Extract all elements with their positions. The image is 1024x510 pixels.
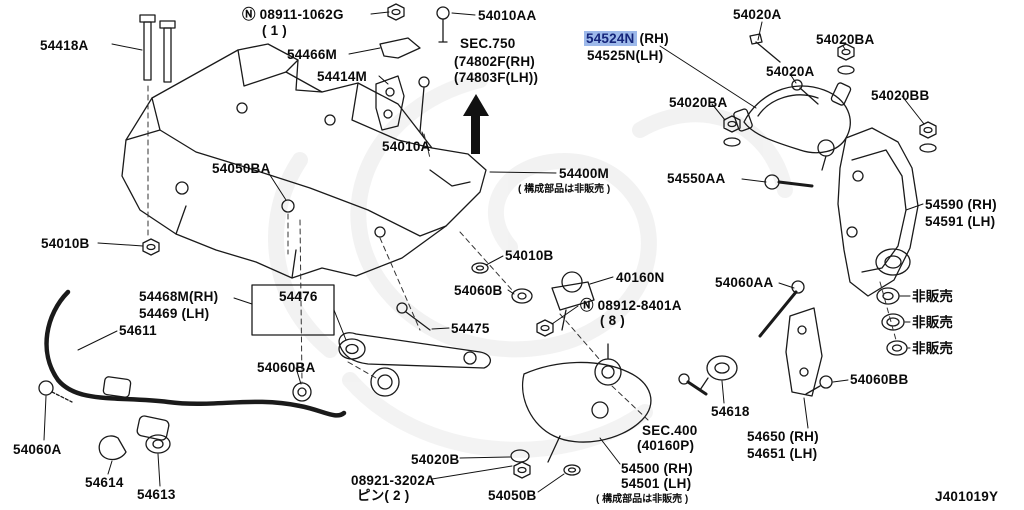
part-label-74802f-rh: (74802F(RH): [454, 54, 535, 69]
part-label-08921-pin: ピン( 2 ): [357, 488, 410, 503]
part-label-54020bb: 54020BB: [871, 88, 930, 103]
part-label-40160p: (40160P): [637, 438, 695, 453]
part-label-54590-rh: 54590 (RH): [925, 197, 997, 212]
part-label-hihanbai-2: 非販売: [912, 315, 954, 330]
part-label-54469-lh: 54469 (LH): [139, 306, 210, 321]
bolt-54010a: [418, 76, 430, 133]
part-label-54500-note: ( 構成部品は非販売 ): [596, 494, 689, 505]
part-label-54060b: 54060B: [454, 283, 503, 298]
part-label-54020ba-2: 54020BA: [669, 95, 728, 110]
part-label-54010b-1: 54010B: [41, 236, 90, 251]
part-label-54010b-2: 54010B: [505, 248, 554, 263]
part-label-sec750: SEC.750: [460, 36, 516, 51]
sec750-arrow: [463, 94, 489, 154]
background-watermark: [268, 72, 793, 458]
part-label-suffix: (RH): [639, 31, 669, 46]
part-label-54400m: 54400M: [559, 166, 609, 181]
nut-washer-54020bb: [919, 121, 937, 153]
part-label-54468m-rh: 54468M(RH): [139, 289, 219, 304]
part-label-54475: 54475: [451, 321, 490, 336]
part-label-54591-lh: 54591 (LH): [925, 214, 996, 229]
part-label-hihanbai-3: 非販売: [912, 341, 954, 356]
part-label-40160n: 40160N: [616, 270, 665, 285]
highlighted-part-number[interactable]: 54524N: [584, 31, 637, 46]
part-label-54060aa: 54060AA: [715, 275, 774, 290]
part-label-54500-rh: 54500 (RH): [621, 461, 693, 476]
part-label-54020a-2: 54020A: [766, 64, 815, 79]
part-label-54418a: 54418A: [40, 38, 89, 53]
part-label-54614: 54614: [85, 475, 124, 490]
stud-54618: [678, 373, 708, 396]
part-label-54550aa: 54550AA: [667, 171, 726, 186]
clamp-54614: [98, 435, 127, 461]
part-label-54650-rh: 54650 (RH): [747, 429, 819, 444]
bushing-54613: [145, 434, 171, 454]
bushings-54060ba: [292, 367, 400, 402]
part-label-n-08912-8401a: Ⓝ 08912-8401A: [580, 298, 682, 313]
subframe-crossmember: [121, 43, 487, 279]
bracket-54466m: [379, 37, 421, 59]
part-label-54414m: 54414M: [317, 69, 367, 84]
mount-bolts-54418a: [139, 14, 176, 83]
bracket-54414m: [375, 75, 405, 131]
assembly-dashed-lines: [147, 85, 897, 421]
part-label-54060ba: 54060BA: [257, 360, 316, 375]
part-label-54611: 54611: [119, 323, 157, 338]
part-label-54010a: 54010A: [382, 139, 431, 154]
bracket-54650: [785, 307, 823, 397]
part-label-54476: 54476: [279, 289, 318, 304]
nut-washer-54020ba-left: [723, 115, 741, 147]
part-label-sec400: SEC.400: [642, 423, 698, 438]
bolt-54060a: [38, 380, 73, 403]
drawing-number: J401019Y: [935, 489, 999, 504]
part-label-54010aa: 54010AA: [478, 8, 537, 23]
part-label-hihanbai-1: 非販売: [912, 289, 954, 304]
nut-washer-54020ba-right: [837, 43, 855, 75]
part-label-54020b: 54020B: [411, 452, 460, 467]
washer-nut-54020b: [510, 449, 531, 479]
part-label-n-08911-qty: ( 1 ): [262, 23, 288, 38]
part-label-54020a-1: 54020A: [733, 7, 782, 22]
part-label-54060a: 54060A: [13, 442, 62, 457]
bolt-54060bb: [805, 375, 833, 395]
part-label-74803f-lh: (74803F(LH)): [454, 70, 539, 85]
part-label-54651-lh: 54651 (LH): [747, 446, 818, 461]
bushing-54060b: [511, 288, 533, 304]
bolt-54020a-2: [791, 79, 819, 105]
bolt-54020a-top: [749, 33, 781, 63]
part-label-54524n-rh[interactable]: 54524N(RH): [584, 31, 669, 46]
stabilizer-clamps-54468m: [102, 376, 170, 441]
part-label-54613: 54613: [137, 487, 176, 502]
leader-lines: [43, 11, 925, 493]
part-label-54400m-note: ( 構成部品は非販売 ): [518, 184, 611, 195]
part-label-54618: 54618: [711, 404, 750, 419]
lower-arm-54500: [522, 343, 652, 463]
bearing-rings-hihanbai: [876, 287, 908, 356]
stabilizer-bar-54611: [44, 289, 347, 418]
part-label-n-08911-1062g: Ⓝ 08911-1062G: [242, 7, 344, 22]
upper-arm-54524n: [733, 82, 852, 171]
part-label-n-08912-qty: ( 8 ): [600, 313, 626, 328]
part-label-54020ba-1: 54020BA: [816, 32, 875, 47]
part-label-54050b: 54050B: [488, 488, 537, 503]
part-label-08921-3202a: 08921-3202A: [351, 473, 436, 488]
bushing-54618: [699, 355, 738, 391]
part-label-54050ba: 54050BA: [212, 161, 271, 176]
part-label-54466m: 54466M: [287, 47, 337, 62]
bolt-54475: [396, 302, 431, 331]
balljoint-40160n: [551, 271, 595, 331]
part-label-54525n-lh: 54525N(LH): [587, 48, 664, 63]
part-label-54060bb: 54060BB: [850, 372, 909, 387]
bolt-54010aa: [436, 6, 450, 43]
part-label-54501-lh: 54501 (LH): [621, 476, 692, 491]
